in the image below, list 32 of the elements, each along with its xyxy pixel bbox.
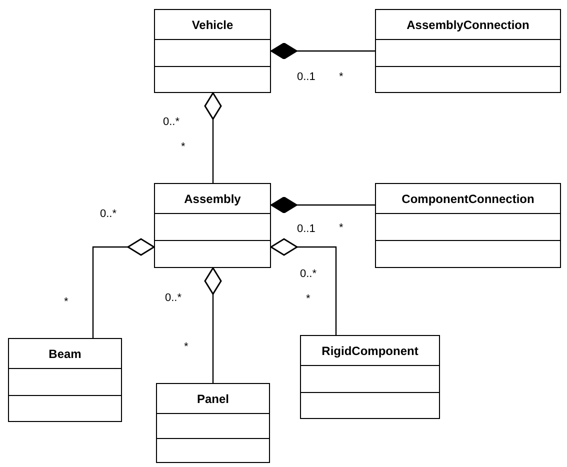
class-box	[154, 183, 271, 268]
composition-line	[270, 42, 375, 60]
class-box	[8, 338, 122, 422]
multiplicity-label: *	[184, 341, 188, 354]
class-name: Assembly	[184, 192, 241, 206]
multiplicity-label: 0..1	[297, 223, 316, 236]
class-name: RigidComponent	[322, 344, 418, 358]
multiplicity-label: *	[339, 222, 344, 235]
class-box	[156, 383, 270, 463]
multiplicity-label: *	[339, 71, 344, 84]
class-name: ComponentConnection	[402, 192, 534, 206]
multiplicity-label: 0..*	[163, 116, 180, 129]
multiplicity-label: *	[306, 293, 310, 306]
class-box	[375, 183, 561, 268]
aggregation-line	[204, 92, 222, 183]
class-box	[154, 9, 271, 93]
class-box	[300, 335, 440, 419]
multiplicity-label: 0..*	[300, 268, 317, 281]
class-name: AssemblyConnection	[406, 18, 530, 32]
class-name: Vehicle	[192, 18, 234, 32]
class-name: Panel	[196, 392, 229, 406]
composition-line	[270, 196, 375, 214]
aggregation-line	[92, 238, 155, 338]
class-box	[375, 9, 561, 93]
aggregation-line	[204, 267, 222, 383]
class-name: Beam	[48, 346, 82, 360]
multiplicity-label: *	[181, 141, 186, 154]
multiplicity-label: 0..*	[100, 208, 117, 221]
aggregation-line	[270, 238, 337, 335]
multiplicity-label: 0..*	[165, 292, 182, 305]
multiplicity-label: 0..1	[297, 71, 316, 84]
multiplicity-label: *	[64, 296, 68, 309]
